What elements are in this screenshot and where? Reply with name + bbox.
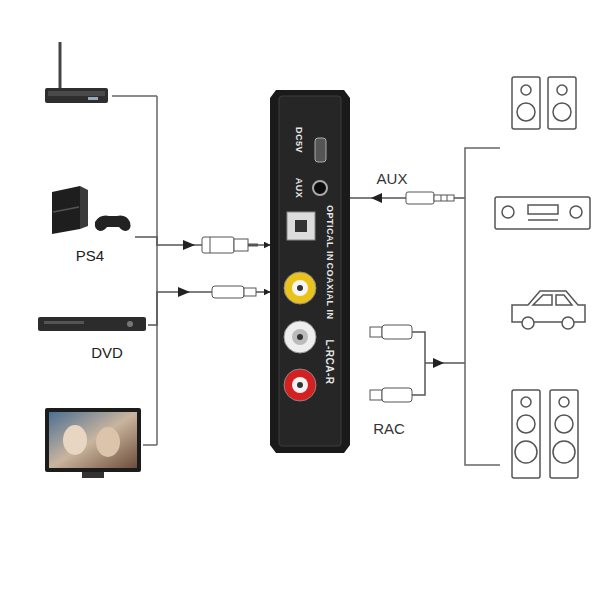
receiver	[495, 197, 590, 229]
device-label: PS4	[76, 248, 104, 263]
speaker-woofer	[517, 103, 535, 121]
port-label: L-RCA-R	[324, 339, 334, 384]
port-pin	[297, 382, 303, 388]
tv-frame	[45, 408, 141, 472]
speaker	[548, 77, 576, 129]
speaker-tweeter	[521, 85, 531, 95]
port-label: AUX	[294, 178, 303, 199]
aux-plug	[406, 192, 434, 204]
coaxial-plug	[212, 286, 244, 298]
router-antenna	[59, 42, 62, 89]
speaker-woofer	[555, 415, 573, 433]
coaxial-port	[284, 272, 316, 304]
speaker-tweeter	[557, 85, 567, 95]
car-wheel	[562, 317, 574, 329]
port-pin	[297, 285, 303, 291]
arrow-head	[371, 193, 382, 203]
converter-box: DC5V AUX OPTICAL IN COAXIAL IN L-RCA-R	[270, 88, 350, 454]
bracket-line	[143, 444, 157, 446]
speaker-woofer	[517, 415, 535, 433]
speaker-tweeter	[559, 397, 569, 407]
port-label: DC5V	[294, 127, 303, 153]
converter-body	[270, 90, 350, 453]
source-device: DVD	[35, 312, 148, 364]
aux-jack	[313, 181, 327, 195]
tv-picture	[96, 427, 120, 457]
speaker	[512, 390, 540, 478]
bracket-line	[156, 96, 158, 445]
tv-stand	[82, 472, 104, 478]
dvd-tray	[44, 321, 84, 324]
receiver-buttons	[528, 219, 558, 221]
cable-label: AUX	[377, 171, 408, 186]
rca-cable	[412, 332, 465, 395]
port-ring	[292, 329, 308, 345]
rca-plug	[382, 325, 412, 339]
port-label: OPTICAL IN	[325, 205, 334, 261]
console-groove	[53, 207, 79, 212]
signal-cable	[135, 237, 270, 245]
plug-ring	[447, 195, 448, 201]
rca-plug-head	[370, 327, 382, 337]
optical-tip	[248, 244, 258, 247]
device-label: DVD	[91, 345, 123, 360]
port-label: COAXIAL IN	[325, 263, 334, 320]
arrow-head	[433, 358, 444, 368]
plug-ring	[441, 195, 442, 201]
aux-plug-tip	[434, 195, 454, 201]
arrow-head	[178, 287, 190, 297]
source-device: PS4	[40, 182, 135, 268]
car-window	[533, 295, 572, 305]
port-pin	[297, 334, 303, 340]
car-wheel	[522, 317, 534, 329]
usb-port	[315, 138, 326, 162]
car-body	[512, 291, 585, 322]
speaker-tweeter	[521, 397, 531, 407]
receiver-knob	[570, 206, 582, 218]
console-side	[80, 186, 88, 229]
optical-hole	[295, 220, 307, 232]
port-ring	[292, 280, 308, 296]
rca-left-port	[284, 369, 316, 401]
optical-port	[287, 212, 315, 240]
speaker	[512, 77, 540, 129]
console-body	[52, 186, 80, 234]
optical-plug-head	[234, 239, 248, 251]
cable-label: RAC	[373, 421, 405, 436]
dvd-knob	[127, 321, 133, 327]
rca-right-port	[284, 321, 316, 353]
gamepad	[95, 216, 131, 231]
router-display	[88, 97, 98, 100]
aux-cable	[454, 197, 465, 199]
arrow-head	[183, 240, 195, 250]
speaker-woofer	[553, 103, 571, 121]
tv-screen	[49, 412, 137, 468]
speaker-woofer	[553, 441, 575, 463]
rca-plug-head	[370, 390, 382, 400]
receiver-knob	[502, 206, 514, 218]
router-body	[45, 88, 108, 103]
plug-ring	[210, 237, 211, 253]
bracket-line	[465, 148, 500, 465]
speaker-woofer	[515, 441, 537, 463]
bracket-line	[112, 95, 157, 97]
router-panel	[48, 91, 105, 96]
port-ring	[292, 377, 308, 393]
optical-plug	[202, 237, 234, 253]
speaker	[550, 390, 578, 478]
tv-picture	[63, 425, 87, 455]
converter-face	[279, 96, 341, 446]
receiver-display	[528, 205, 558, 214]
coaxial-plug-head	[244, 288, 256, 296]
rca-plug	[382, 388, 412, 402]
dvd-body	[38, 317, 146, 331]
signal-cable	[148, 292, 270, 325]
